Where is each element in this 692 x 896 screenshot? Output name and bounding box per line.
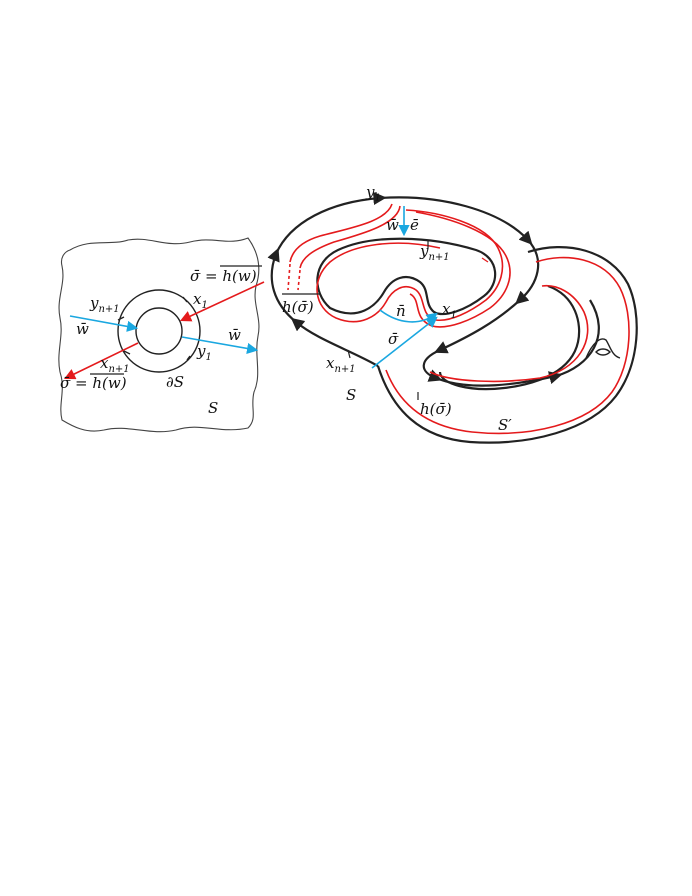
w-arc-cyan-in	[69, 315, 139, 332]
S-prime-outer-boundary	[376, 246, 638, 444]
inner-hole-circle	[135, 307, 183, 355]
sigma-arc-red	[179, 281, 265, 322]
h-sigma-red-lower	[429, 284, 589, 383]
h-sigma-red-dashed-a	[287, 263, 291, 291]
tick-xn1	[347, 349, 351, 359]
left-boundary-ticks	[117, 296, 191, 361]
left-panel: σ̄ = h(w) yn+1 x1 w̄ w̄ xn+1 y1 σ̄ = h(w…	[58, 237, 265, 433]
w-left-label: w̄	[76, 320, 89, 338]
boundary-label: ∂S	[166, 373, 184, 391]
w-arc-cyan-out	[181, 336, 259, 354]
S-inner-hole	[316, 237, 497, 316]
surface-region-outline	[58, 237, 260, 433]
h-sigma-overline-label: h(σ̄)	[282, 298, 314, 316]
outer-boundary-circle	[117, 289, 201, 373]
right-y1-label: y1	[365, 183, 381, 204]
x-n1-label: xn+1	[100, 354, 130, 375]
right-xn1-label: xn+1	[326, 354, 356, 375]
sigma-bottom-label: σ̄ = h(w)	[60, 374, 127, 392]
y-n1-label: yn+1	[89, 294, 120, 315]
right-yn1-label: yn+1	[419, 242, 450, 263]
tick-red-1	[481, 257, 489, 263]
sigma-arc-cyan	[371, 316, 438, 369]
right-h-sigma-label: h(σ̄)	[420, 400, 452, 418]
h-sigma-red-loop-a	[316, 209, 504, 323]
right-e-label: ē	[410, 216, 419, 234]
h-sigma-red-outer	[289, 203, 393, 263]
S-prime-inner-hole	[438, 284, 581, 391]
right-S-label: S	[346, 386, 356, 404]
S-outer-boundary	[267, 191, 600, 387]
right-x1-label: x1	[442, 300, 457, 321]
right-n-label: n̄	[396, 302, 406, 320]
sigma-top-label: σ̄ = h(w)	[190, 267, 257, 285]
surface-label: S	[208, 399, 218, 417]
right-sigma-label: σ̄	[388, 330, 399, 348]
sigma-arc-red-out	[63, 342, 139, 380]
y-1-label: y1	[196, 342, 212, 363]
right-panel: y1 w̄ ē yn+1 h(σ̄) n̄ x1 σ̄ xn+1 S h(σ̄)…	[267, 183, 638, 444]
right-w-label: w̄	[386, 216, 399, 234]
handle-symbol-icon	[585, 338, 621, 359]
h-sigma-red-inner	[299, 205, 401, 269]
h-sigma-red-dashed-b	[297, 269, 301, 291]
x-1-label: x1	[193, 290, 208, 311]
w-right-label: w̄	[228, 326, 241, 344]
h-sigma-red-big	[385, 256, 630, 435]
right-S-prime-label: S′	[498, 416, 512, 434]
